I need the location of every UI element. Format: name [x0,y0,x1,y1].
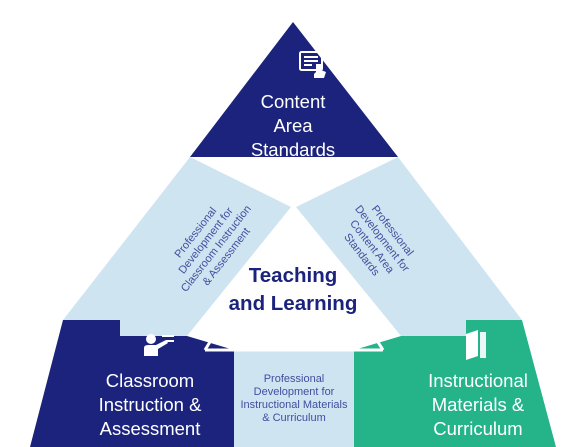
pd-bottom-line2: Development for [253,386,335,398]
separator-left [203,206,295,351]
classroom-line1: Classroom [105,370,195,391]
pd-bottom-label: Professional Development for Instruction… [234,373,354,425]
content-standards-line2: Area [273,115,313,136]
top-fragment-text [180,0,410,14]
content-standards-label: Content Area Standards [243,90,343,162]
content-standards-line1: Content [260,91,326,112]
teaching-line: Teaching [248,264,338,287]
pd-left-band [63,157,291,336]
teaching-learning-label: Teaching and Learning [208,262,378,318]
book-icon [466,330,486,360]
separator-right [291,206,385,351]
classroom-line3: Assessment [99,418,201,439]
instructional-line3: Curriculum [433,418,523,439]
pd-right-label: Professional Development for Content Are… [341,203,415,278]
instructional-line2: Materials & [431,394,525,415]
pd-bottom-line4: & Curriculum [262,412,326,424]
classroom-line2: Instruction & [98,394,202,415]
instructional-materials-block [354,320,556,447]
document-hand-icon [299,51,326,78]
pd-right-band [296,157,522,336]
teacher-pointing-icon [144,334,174,356]
content-standards-line3: Standards [250,139,336,160]
classroom-instruction-block [30,320,234,447]
classroom-instruction-label: Classroom Instruction & Assessment [70,369,230,441]
pd-bottom-band [234,350,354,447]
content-standards-triangle [190,22,398,157]
pd-bottom-line1: Professional [263,373,325,385]
instructional-materials-label: Instructional Materials & Curriculum [398,369,558,441]
pd-bottom-line3: Instructional Materials [240,399,348,411]
learning-line: and Learning [228,292,358,315]
instructional-line1: Instructional [428,370,528,391]
